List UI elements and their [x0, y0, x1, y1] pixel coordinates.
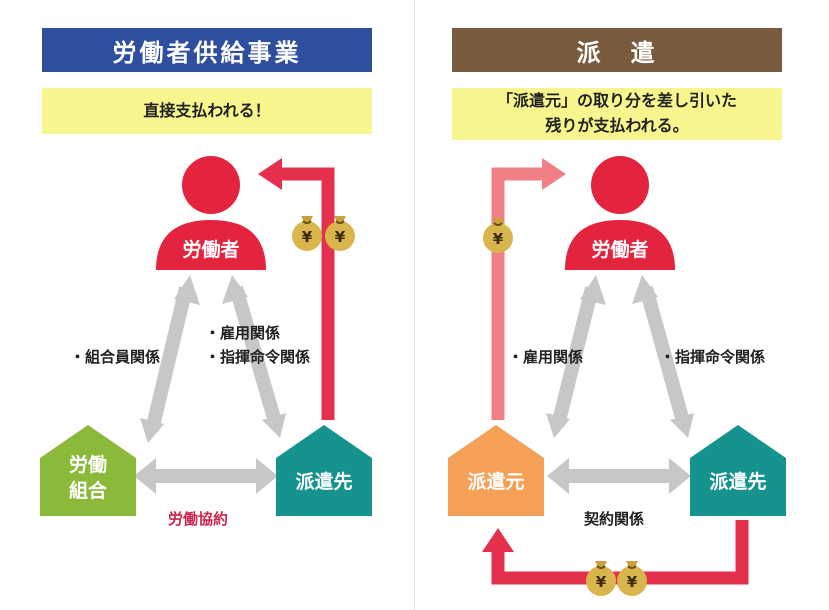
right-subtitle-box: 「派遣元」の取り分を差し引いた 残りが支払われる。 — [452, 88, 782, 140]
left-wage-arrowhead — [258, 158, 282, 190]
right-wage-arrowhead — [542, 158, 566, 190]
left-dest-label: 派遣先 — [276, 458, 372, 508]
yen-symbol: ¥ — [302, 228, 313, 246]
left-rel-union: ・組合員関係 — [70, 348, 161, 366]
yen-symbol: ¥ — [627, 573, 638, 591]
yen-symbol: ¥ — [596, 573, 607, 591]
left-agreement-label: 労働協約 — [168, 510, 229, 528]
source-text: 派遣元 — [467, 471, 525, 494]
left-rel-command: ・指揮命令関係 — [205, 348, 311, 366]
union-label-line-1: 労働 — [68, 454, 107, 477]
left-worker-head — [182, 156, 240, 214]
right-subtitle-line-1: 「派遣元」の取り分を差し引いた — [496, 91, 737, 111]
right-dest-text: 派遣先 — [709, 471, 767, 494]
right-source-dest-arrow — [547, 458, 691, 494]
left-worker-body — [156, 220, 266, 270]
right-title: 派 遣 — [576, 38, 658, 67]
right-dest-house — [690, 425, 786, 516]
right-source-worker-arrow — [546, 275, 606, 438]
union-label-line-2: 組合 — [68, 480, 107, 502]
left-union-dest-arrow — [134, 458, 278, 494]
yen-symbol: ¥ — [493, 230, 504, 248]
source-label: 派遣元 — [448, 458, 544, 508]
left-dest-house — [276, 425, 372, 516]
right-rel-command: ・指揮命令関係 — [660, 348, 766, 366]
right-rel-employment: ・雇用関係 — [508, 348, 584, 366]
left-worker-text: 労働者 — [182, 239, 240, 262]
right-fee-arrowhead — [482, 528, 514, 552]
left-wage-arrow-line — [278, 167, 335, 420]
left-union-worker-arrow — [140, 275, 200, 443]
right-worker-label: 労働者 — [565, 236, 675, 266]
panel-divider — [414, 0, 415, 610]
left-dest-text: 派遣先 — [295, 471, 353, 494]
source-house — [448, 425, 544, 516]
right-title-banner: 派 遣 — [452, 28, 782, 72]
left-subtitle-box: 直接支払われる！ — [42, 88, 372, 134]
right-worker-text: 労働者 — [591, 239, 649, 262]
right-worker-head — [591, 156, 649, 214]
left-rel-employment: ・雇用関係 — [205, 324, 281, 342]
right-dest-worker-arrow — [632, 275, 694, 438]
left-dest-worker-arrow — [222, 275, 286, 438]
right-wage-arrow-line — [491, 167, 546, 420]
right-dest-label: 派遣先 — [690, 458, 786, 508]
left-subtitle: 直接支払われる！ — [143, 100, 271, 120]
left-title-banner: 労働者供給事業 — [42, 28, 372, 72]
union-label: 労働 組合 — [40, 446, 136, 512]
left-worker-label: 労働者 — [156, 236, 266, 266]
right-subtitle-line-2: 残りが支払われる。 — [545, 116, 689, 135]
yen-symbol: ¥ — [335, 228, 346, 246]
left-title: 労働者供給事業 — [112, 38, 302, 67]
union-house — [40, 425, 136, 516]
right-agreement-label: 契約関係 — [584, 510, 645, 528]
right-worker-body — [565, 220, 675, 270]
